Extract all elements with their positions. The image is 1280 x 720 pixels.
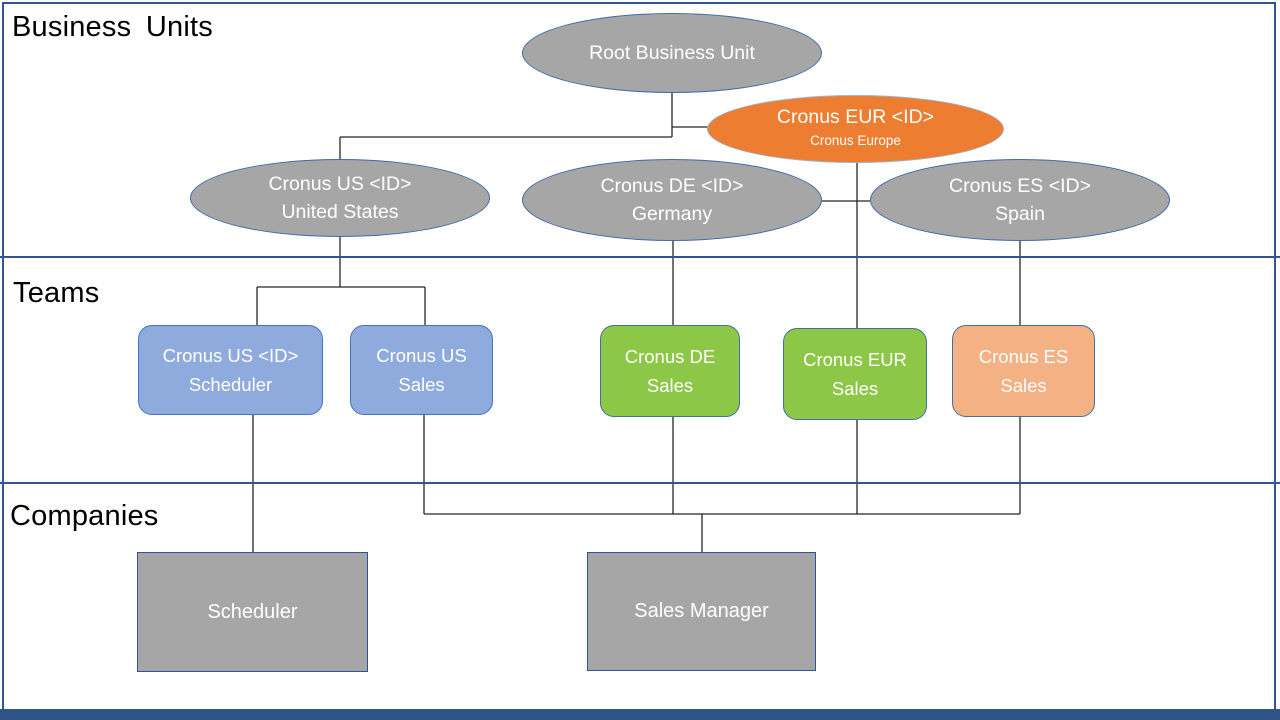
- team-cronus-de-sales: Cronus DE Sales: [600, 325, 740, 417]
- node-label: Root Business Unit: [589, 42, 755, 64]
- team-label-line2: Sales: [831, 378, 879, 399]
- node-sublabel: United States: [281, 201, 399, 223]
- company-sales-manager: Sales Manager: [587, 552, 816, 671]
- team-label-line1: Cronus US: [376, 345, 467, 366]
- teams-divider-line: [0, 256, 1280, 258]
- node-label: Cronus ES <ID>: [949, 175, 1091, 197]
- team-label-line2: Sales: [646, 375, 694, 396]
- team-cronus-es-sales: Cronus ES Sales: [952, 325, 1095, 417]
- companies-divider-line: [0, 482, 1280, 484]
- team-cronus-us-scheduler: Cronus US <ID> Scheduler: [138, 325, 323, 415]
- node-label: Cronus DE <ID>: [600, 175, 744, 197]
- footer-bar: [0, 709, 1280, 720]
- company-label: Sales Manager: [634, 600, 769, 622]
- team-label-line2: Sales: [1000, 375, 1047, 396]
- company-label: Scheduler: [207, 600, 298, 623]
- section-label-business-units: Business Units: [12, 11, 213, 43]
- team-label-line2: Scheduler: [188, 374, 273, 395]
- team-label-line1: Cronus ES: [978, 346, 1069, 367]
- node-cronus-eur: Cronus EUR <ID> Cronus Europe: [707, 95, 1004, 163]
- team-label-line2: Sales: [398, 374, 445, 395]
- team-label-line1: Cronus EUR: [803, 349, 907, 370]
- company-scheduler: Scheduler: [137, 552, 368, 672]
- node-sublabel: Spain: [995, 203, 1045, 225]
- team-label-line1: Cronus US <ID>: [162, 345, 299, 366]
- team-label-line1: Cronus DE: [624, 346, 716, 367]
- section-label-companies: Companies: [10, 500, 159, 532]
- team-cronus-eur-sales: Cronus EUR Sales: [783, 328, 927, 420]
- node-cronus-de: Cronus DE <ID> Germany: [522, 159, 822, 241]
- node-cronus-es: Cronus ES <ID> Spain: [870, 159, 1170, 241]
- team-cronus-us-sales: Cronus US Sales: [350, 325, 493, 415]
- node-sublabel: Germany: [631, 203, 713, 225]
- node-root-business-unit: Root Business Unit: [522, 13, 822, 93]
- node-label: Cronus EUR <ID>: [776, 106, 935, 128]
- node-label: Cronus US <ID>: [268, 173, 412, 195]
- node-sublabel: Cronus Europe: [810, 133, 901, 148]
- node-cronus-us: Cronus US <ID> United States: [190, 159, 490, 237]
- section-label-teams: Teams: [13, 277, 100, 309]
